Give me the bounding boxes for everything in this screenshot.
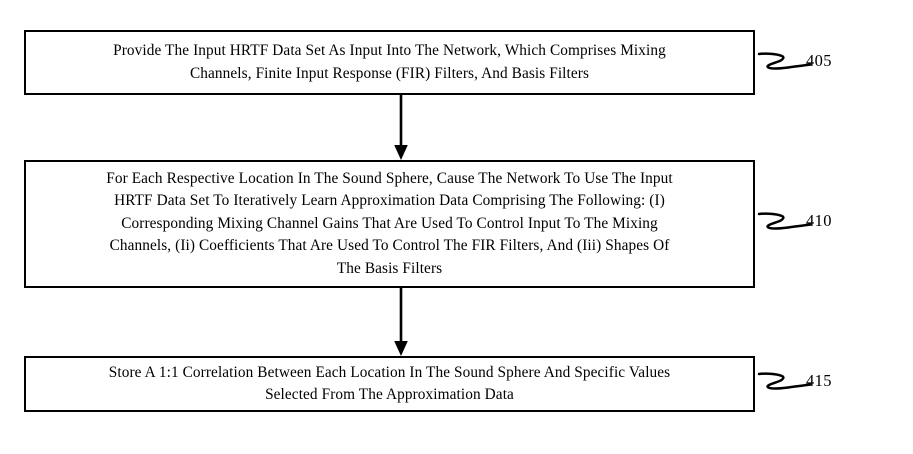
squiggle-leader-icon-405 xyxy=(757,45,813,79)
process-box-410-line-5: The Basis Filters xyxy=(336,259,443,277)
connector-arrow-405-to-410 xyxy=(389,95,413,160)
connector-arrow-410-to-415 xyxy=(389,288,413,356)
squiggle-leader-icon-410 xyxy=(757,205,813,239)
process-box-415-line-1: Store A 1:1 Correlation Between Each Loc… xyxy=(108,363,671,381)
reference-numeral-410: 410 xyxy=(806,211,832,230)
process-box-410-line-3: Corresponding Mixing Channel Gains That … xyxy=(121,214,658,232)
process-box-405-line-2: Channels, Finite Input Response (FIR) Fi… xyxy=(189,64,590,82)
process-box-410-line-1: For Each Respective Location In The Soun… xyxy=(106,169,673,187)
process-box-405-line-1: Provide The Input HRTF Data Set As Input… xyxy=(113,42,666,60)
process-box-415: Store A 1:1 Correlation Between Each Loc… xyxy=(24,356,755,412)
process-box-410-line-2: HRTF Data Set To Iteratively Learn Appro… xyxy=(114,192,665,210)
reference-numeral-405: 405 xyxy=(806,51,832,70)
squiggle-leader-icon-415 xyxy=(757,365,813,399)
process-box-405: Provide The Input HRTF Data Set As Input… xyxy=(24,30,755,95)
process-box-415-line-2: Selected From The Approximation Data xyxy=(265,386,514,403)
reference-numeral-415: 415 xyxy=(806,371,832,390)
process-box-410: For Each Respective Location In The Soun… xyxy=(24,160,755,288)
process-box-410-line-4: Channels, (Ii) Coefficients That Are Use… xyxy=(109,237,670,255)
